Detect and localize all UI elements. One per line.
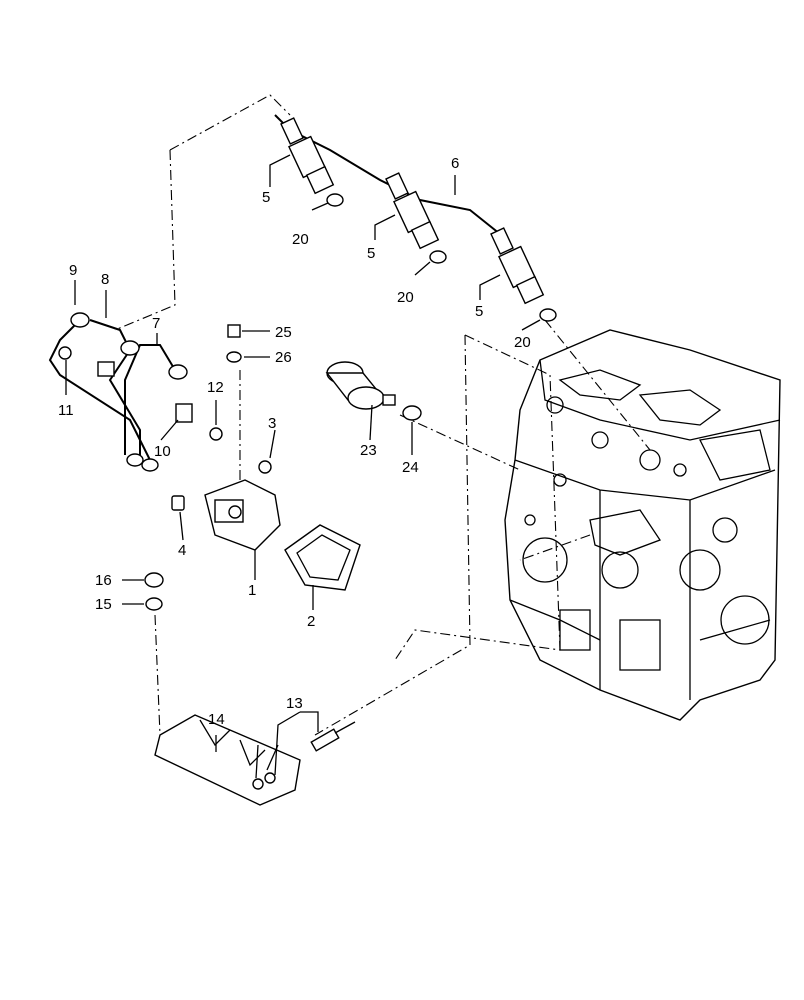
injector-washers [326,193,557,322]
callout-13: 13 [286,695,303,712]
callout-15: 15 [95,596,112,613]
callout-8: 8 [101,271,109,288]
pump-gasket [284,524,361,591]
glow-plug-bracket [154,714,301,806]
callout-5b: 5 [367,245,375,262]
callout-26: 26 [275,349,292,366]
callout-12: 12 [207,379,224,396]
callout-5c: 5 [475,303,483,320]
callout-20a: 20 [292,231,309,248]
callout-7: 7 [152,315,160,332]
injection-pump [204,479,281,551]
injector-3 [490,227,545,305]
injector-1 [280,117,335,195]
callout-3: 3 [268,415,276,432]
fuel-filter [325,361,396,410]
filter-washer [402,405,422,421]
callout-20c: 20 [514,334,531,351]
callout-6: 6 [451,155,459,172]
callout-labels: 1 2 3 4 5 5 5 6 7 8 9 10 11 12 13 14 15 … [58,155,531,728]
callout-25: 25 [275,324,292,341]
small-hardware [144,324,272,611]
reference-lines [114,94,651,736]
callout-11: 11 [58,402,74,419]
callout-5a: 5 [262,189,270,206]
glow-plug [310,721,356,752]
callout-1: 1 [248,582,256,599]
callout-4: 4 [178,542,186,559]
callout-9: 9 [69,262,77,279]
engine-block [504,329,781,721]
callout-16: 16 [95,572,112,589]
leader-lines [65,154,541,779]
injector-2 [385,172,440,250]
injection-pipes [48,312,193,472]
callout-14: 14 [208,711,225,728]
callout-20b: 20 [397,289,414,306]
callout-10: 10 [154,443,171,460]
callout-24: 24 [402,459,419,476]
callout-2: 2 [307,613,315,630]
callout-23: 23 [360,442,377,459]
